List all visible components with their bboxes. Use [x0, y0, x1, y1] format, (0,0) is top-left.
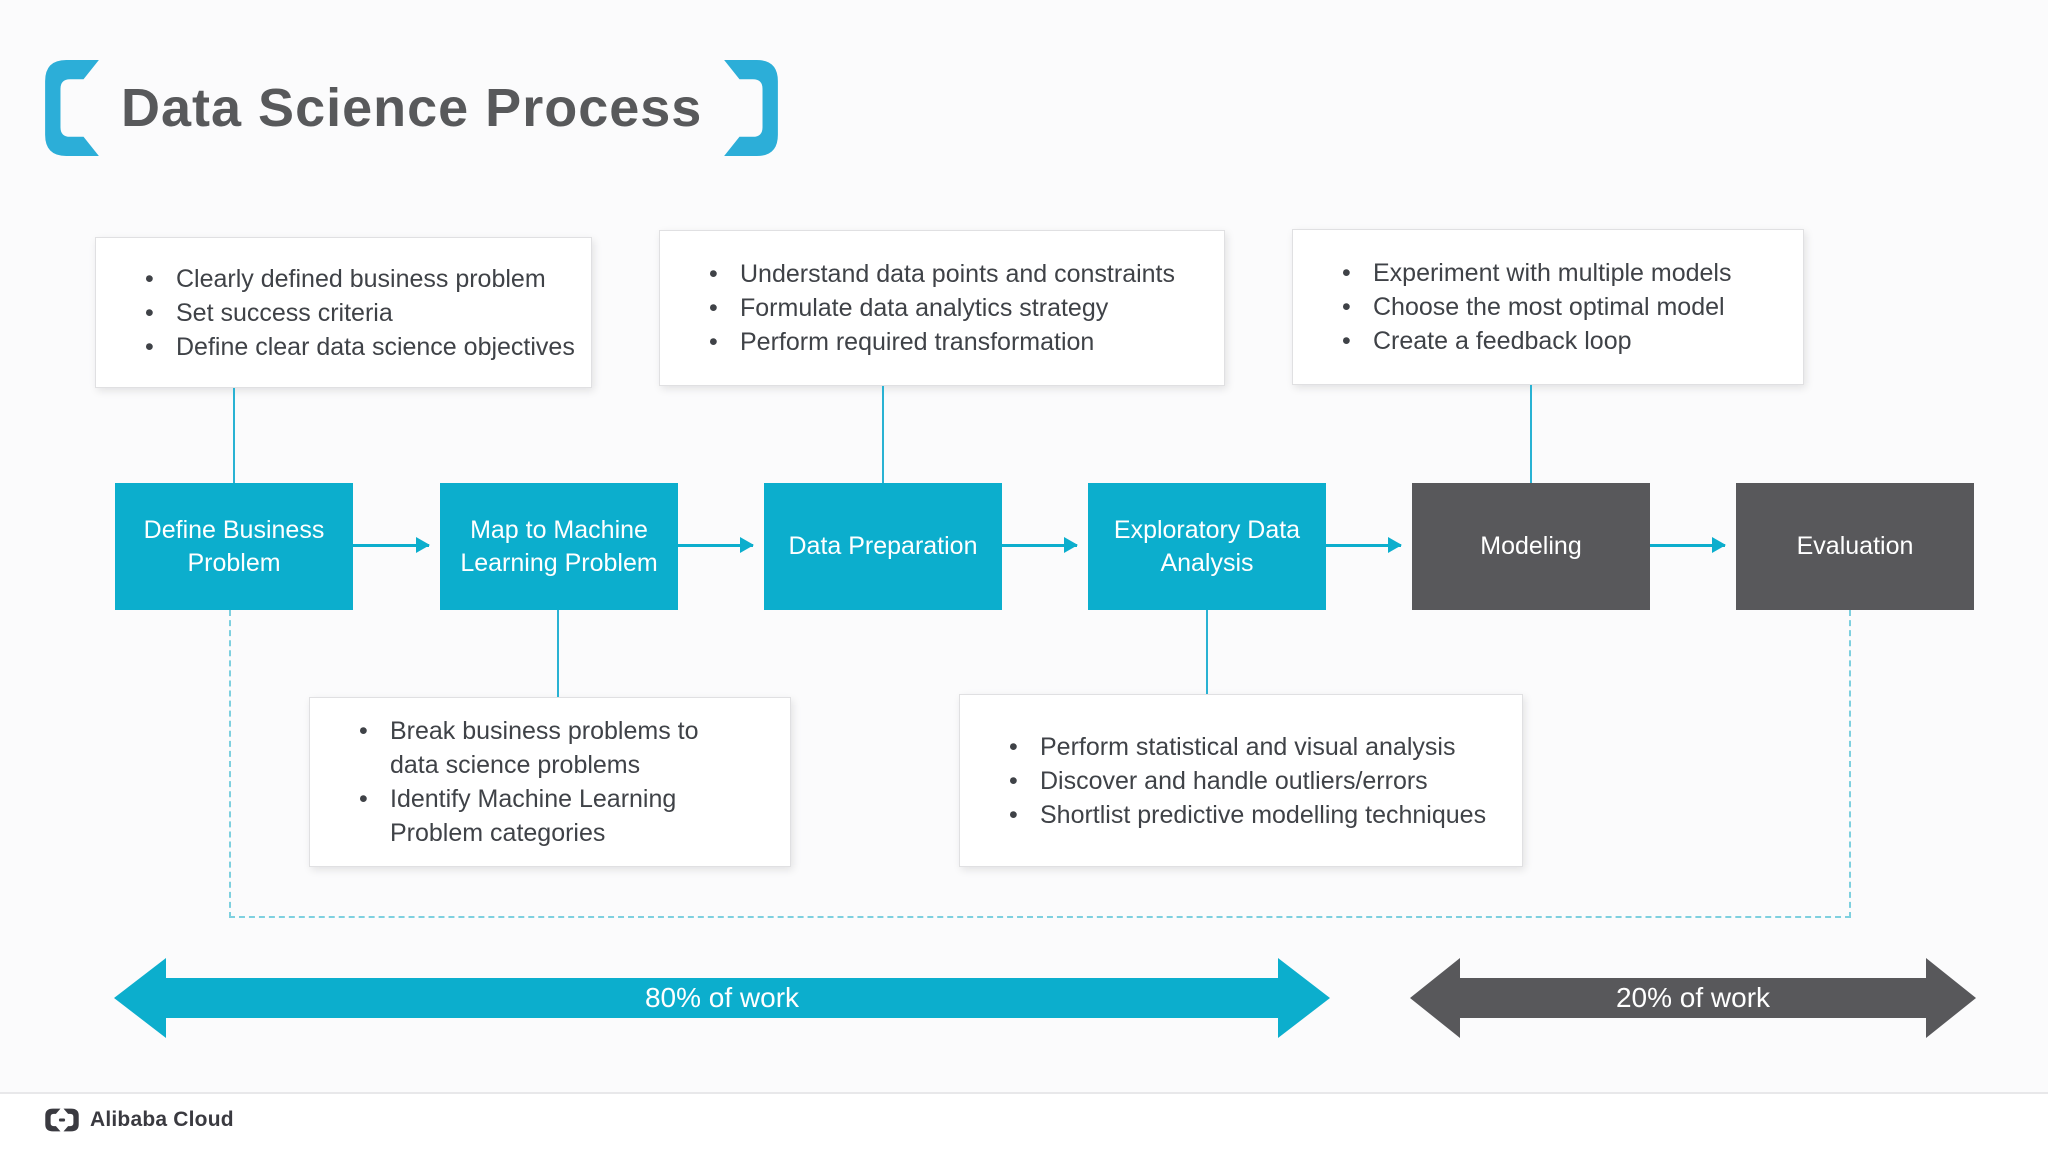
- flow-arrow-icon: [1002, 537, 1078, 553]
- step-modeling: Modeling: [1412, 483, 1650, 610]
- work-split-minor-label: 20% of work: [1615, 982, 1771, 1013]
- brand-name: Alibaba Cloud: [90, 1108, 234, 1131]
- work-split-major-arrow: 80% of work: [108, 952, 1336, 1044]
- flow-arrow-icon: [353, 537, 430, 553]
- callout-exploratory-data-analysis: Perform statistical and visual analysis …: [959, 694, 1523, 867]
- connector-modeling: [1530, 385, 1532, 483]
- bullet-list: Understand data points and constraints F…: [660, 257, 1224, 359]
- step-data-preparation: Data Preparation: [764, 483, 1002, 610]
- step-define-business-problem: Define Business Problem: [115, 483, 353, 610]
- page-title: Data Science Process: [121, 78, 703, 138]
- footer-divider: [0, 1092, 2048, 1094]
- left-bracket-icon: [45, 60, 99, 156]
- connector-data-preparation: [882, 386, 884, 483]
- step-label: Modeling: [1480, 532, 1582, 560]
- callout-map-to-machine-learning: Break business problems to data science …: [309, 697, 791, 867]
- bullet-item: Perform required transformation: [707, 325, 1214, 359]
- connector-define-business: [233, 388, 235, 483]
- flow-arrow-icon: [677, 537, 754, 553]
- bullet-item: Choose the most optimal model: [1340, 290, 1793, 324]
- brand-logo: Alibaba Cloud: [43, 1106, 234, 1134]
- bullet-item: Create a feedback loop: [1340, 324, 1793, 358]
- title-block: Data Science Process: [43, 60, 780, 156]
- step-exploratory-data-analysis: Exploratory Data Analysis: [1088, 483, 1326, 610]
- bullet-list: Clearly defined business problem Set suc…: [96, 262, 591, 364]
- footer-strip: [0, 1094, 2048, 1152]
- step-label: Define Business Problem: [143, 515, 325, 577]
- connector-map-to-ml: [557, 610, 559, 697]
- bullet-item: Define clear data science objectives: [143, 330, 581, 364]
- callout-define-business-problem: Clearly defined business problem Set suc…: [95, 237, 592, 388]
- bullet-item: Shortlist predictive modelling technique…: [1007, 798, 1512, 832]
- connector-eda: [1206, 610, 1208, 694]
- dashed-group-outline: [229, 610, 1851, 918]
- bullet-item: Perform statistical and visual analysis: [1007, 730, 1512, 764]
- alibaba-cloud-logo-icon: [45, 1108, 79, 1132]
- bullet-item: Experiment with multiple models: [1340, 256, 1793, 290]
- step-label: Map to Machine Learning Problem: [460, 515, 658, 577]
- step-map-to-machine-learning-problem: Map to Machine Learning Problem: [440, 483, 678, 610]
- work-split-major-label: 80% of work: [644, 982, 800, 1013]
- bullet-item: Formulate data analytics strategy: [707, 291, 1214, 325]
- bullet-item: Clearly defined business problem: [143, 262, 581, 296]
- bullet-item: Discover and handle outliers/errors: [1007, 764, 1512, 798]
- bullet-item: Identify Machine Learning Problem catego…: [357, 782, 780, 850]
- bullet-item: Understand data points and constraints: [707, 257, 1214, 291]
- bullet-list: Perform statistical and visual analysis …: [960, 730, 1522, 832]
- bullet-list: Experiment with multiple models Choose t…: [1293, 256, 1803, 358]
- step-label: Evaluation: [1796, 532, 1914, 560]
- step-evaluation: Evaluation: [1736, 483, 1974, 610]
- bullet-item: Break business problems to data science …: [357, 714, 780, 782]
- step-label: Exploratory Data Analysis: [1113, 515, 1301, 577]
- right-bracket-icon: [724, 60, 779, 156]
- bullet-item: Set success criteria: [143, 296, 581, 330]
- work-split-minor-arrow: 20% of work: [1404, 952, 1982, 1044]
- callout-data-preparation: Understand data points and constraints F…: [659, 230, 1225, 386]
- step-label: Data Preparation: [788, 532, 978, 560]
- callout-modeling: Experiment with multiple models Choose t…: [1292, 229, 1804, 385]
- double-arrow-icon: [114, 958, 1330, 1038]
- double-arrow-icon: [1410, 958, 1976, 1038]
- flow-arrow-icon: [1326, 537, 1402, 553]
- bullet-list: Break business problems to data science …: [310, 714, 790, 850]
- flow-arrow-icon: [1650, 537, 1726, 553]
